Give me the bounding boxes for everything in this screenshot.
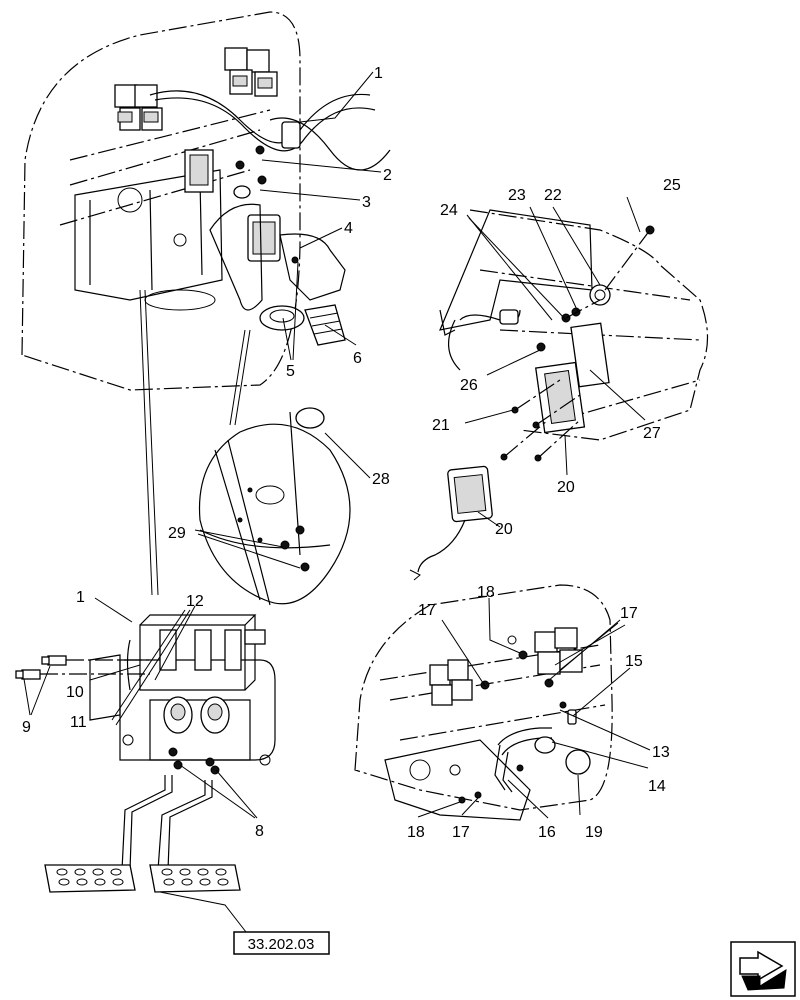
callout-21: 21 <box>432 417 450 434</box>
callout-11: 11 <box>70 714 87 731</box>
callout-26: 26 <box>460 377 478 394</box>
callout-13: 13 <box>652 744 670 761</box>
callout-5: 5 <box>286 363 295 380</box>
callout-2: 2 <box>383 167 392 184</box>
callout-18-a: 18 <box>477 584 495 601</box>
callout-17-b: 17 <box>620 605 638 622</box>
callout-6: 6 <box>353 350 362 367</box>
callout-17-c: 17 <box>452 824 470 841</box>
callout-18-b: 18 <box>407 824 425 841</box>
callout-4: 4 <box>344 220 353 237</box>
callout-10: 10 <box>66 684 84 701</box>
callout-14: 14 <box>648 778 666 795</box>
callout-1: 1 <box>374 65 383 82</box>
callout-leader-lines <box>23 71 651 933</box>
reference-box-label: 33.202.03 <box>248 936 315 953</box>
callout-24: 24 <box>440 202 458 219</box>
callout-25: 25 <box>663 177 681 194</box>
callout-20-upper: 20 <box>557 479 575 496</box>
lower-relay-block-left <box>429 659 473 706</box>
next-page-arrow-icon[interactable] <box>730 941 796 997</box>
pedal-pad-treads <box>56 868 229 886</box>
detail-view-circle <box>198 407 351 606</box>
callout-labels: 1 2 3 4 5 6 21 22 23 24 25 26 27 20 28 2… <box>22 65 681 841</box>
callout-12: 12 <box>186 593 204 610</box>
lower-right-cab-assembly <box>354 584 613 821</box>
relay-block-left <box>114 84 163 131</box>
callout-9: 9 <box>22 719 31 736</box>
callout-23: 23 <box>508 187 526 204</box>
callout-1-lower: 1 <box>76 589 85 606</box>
callout-27: 27 <box>643 425 661 442</box>
callout-16: 16 <box>538 824 556 841</box>
relay-block-right <box>224 47 278 97</box>
callout-8: 8 <box>255 823 264 840</box>
switch-module-20 <box>409 465 493 581</box>
callout-3: 3 <box>362 194 371 211</box>
callout-20-lower: 20 <box>495 521 513 538</box>
callout-15: 15 <box>625 653 643 670</box>
callout-22: 22 <box>544 187 562 204</box>
callout-19: 19 <box>585 824 603 841</box>
reference-box[interactable]: 33.202.03 <box>233 931 330 955</box>
callout-17-a: 17 <box>418 602 436 619</box>
callout-29: 29 <box>168 525 186 542</box>
upper-right-bracket-assembly <box>439 209 709 462</box>
brake-pedal-assembly <box>15 614 276 893</box>
upper-left-cab-assembly <box>21 11 391 596</box>
callout-28: 28 <box>372 471 390 488</box>
